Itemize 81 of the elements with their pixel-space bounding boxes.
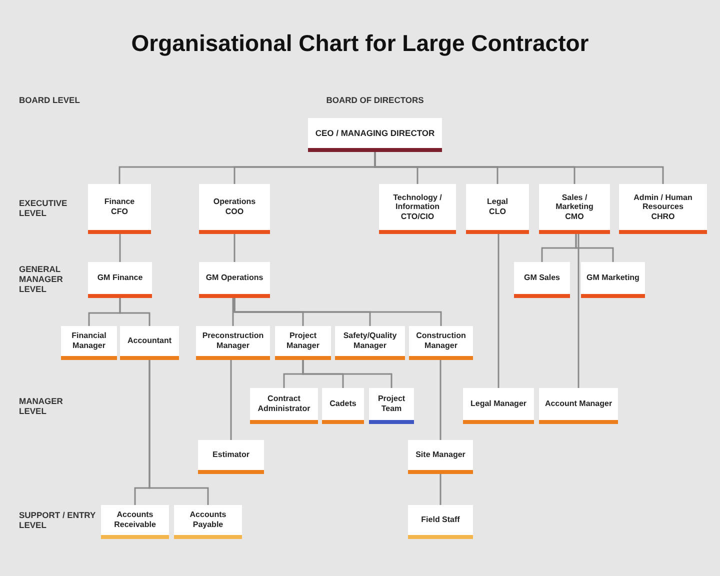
role-name: Preconstruction Manager — [201, 331, 265, 351]
role-title: CLO — [489, 207, 506, 217]
role-box — [514, 262, 570, 298]
role-name: Legal — [487, 197, 508, 207]
role-name: Accounts Receivable — [113, 510, 157, 530]
level-label: SUPPORT / ENTRY LEVEL — [19, 510, 97, 530]
role-name: Sales / Marketing — [554, 192, 594, 212]
role-box — [101, 505, 169, 539]
connector-line — [119, 234, 121, 262]
role-title: CHRO — [651, 212, 675, 222]
connector-line — [578, 234, 580, 388]
role-box — [120, 326, 179, 360]
connector-line — [230, 360, 232, 440]
role-name: GM Marketing — [586, 273, 640, 283]
role-name: Project Team — [376, 394, 406, 414]
level-label: EXECUTIVE LEVEL — [19, 198, 68, 218]
role-name: Finance — [104, 197, 135, 207]
role-box — [199, 262, 270, 298]
role-box — [174, 505, 242, 539]
role-box — [61, 326, 117, 360]
role-box — [322, 388, 364, 424]
role-name: Financial Manager — [70, 331, 108, 351]
role-name: CEO / MANAGING DIRECTOR — [315, 128, 435, 138]
role-name: Admin / Human Resources — [632, 192, 694, 212]
role-name: GM Finance — [97, 273, 143, 283]
connector-line — [440, 360, 442, 440]
role-box — [379, 184, 456, 234]
role-name: Site Manager — [416, 450, 466, 460]
connector-line — [440, 474, 442, 505]
role-name: Contract Administrator — [256, 394, 312, 414]
role-box — [619, 184, 707, 234]
role-box — [463, 388, 534, 424]
connector-line — [234, 298, 442, 326]
role-name: Accounts Payable — [188, 510, 228, 530]
role-name: Account Manager — [544, 399, 612, 409]
role-box — [308, 118, 442, 152]
role-box — [250, 388, 318, 424]
role-title: CTO/CIO — [400, 212, 434, 222]
role-name: Legal Manager — [470, 399, 526, 409]
role-box — [408, 440, 473, 474]
role-box — [409, 326, 473, 360]
role-box — [88, 184, 151, 234]
role-title: CFO — [111, 207, 128, 217]
role-name: Cadets — [330, 399, 356, 409]
role-box — [198, 440, 264, 474]
role-box — [466, 184, 529, 234]
connector-line — [232, 298, 234, 326]
connector-line — [498, 234, 500, 388]
role-name: Field Staff — [421, 515, 460, 525]
role-title: COO — [225, 207, 244, 217]
role-box — [335, 326, 405, 360]
role-box — [88, 262, 152, 298]
level-label: GENERAL MANAGER LEVEL — [19, 264, 64, 295]
connector-line — [302, 360, 392, 388]
level-label: MANAGER LEVEL — [19, 396, 64, 416]
role-box — [196, 326, 270, 360]
role-box — [539, 184, 610, 234]
connector-line — [374, 152, 664, 184]
role-name: Operations — [213, 197, 256, 207]
chart-title: Organisational Chart for Large Contractor — [130, 30, 590, 57]
role-box — [539, 388, 618, 424]
role-name: Construction Manager — [415, 331, 467, 351]
connector-line — [119, 298, 150, 326]
connector-line — [575, 234, 614, 262]
role-name: Safety/Quality Manager — [342, 331, 398, 351]
role-box — [581, 262, 645, 298]
level-label: BOARD LEVEL — [19, 95, 81, 106]
connector-line — [234, 234, 236, 262]
group-heading: BOARD OF DIRECTORS — [325, 95, 425, 106]
role-name: Project Manager — [286, 331, 320, 351]
role-name: Accountant — [128, 336, 172, 346]
role-name: Technology / Information — [392, 192, 443, 212]
connector-line — [148, 360, 209, 505]
role-title: CMO — [565, 212, 584, 222]
role-box — [408, 505, 473, 539]
role-name: GM Sales — [524, 273, 560, 283]
role-name: Estimator — [212, 450, 250, 460]
role-box — [199, 184, 270, 234]
role-box — [369, 388, 414, 424]
role-box — [275, 326, 331, 360]
role-name: GM Operations — [206, 273, 264, 283]
